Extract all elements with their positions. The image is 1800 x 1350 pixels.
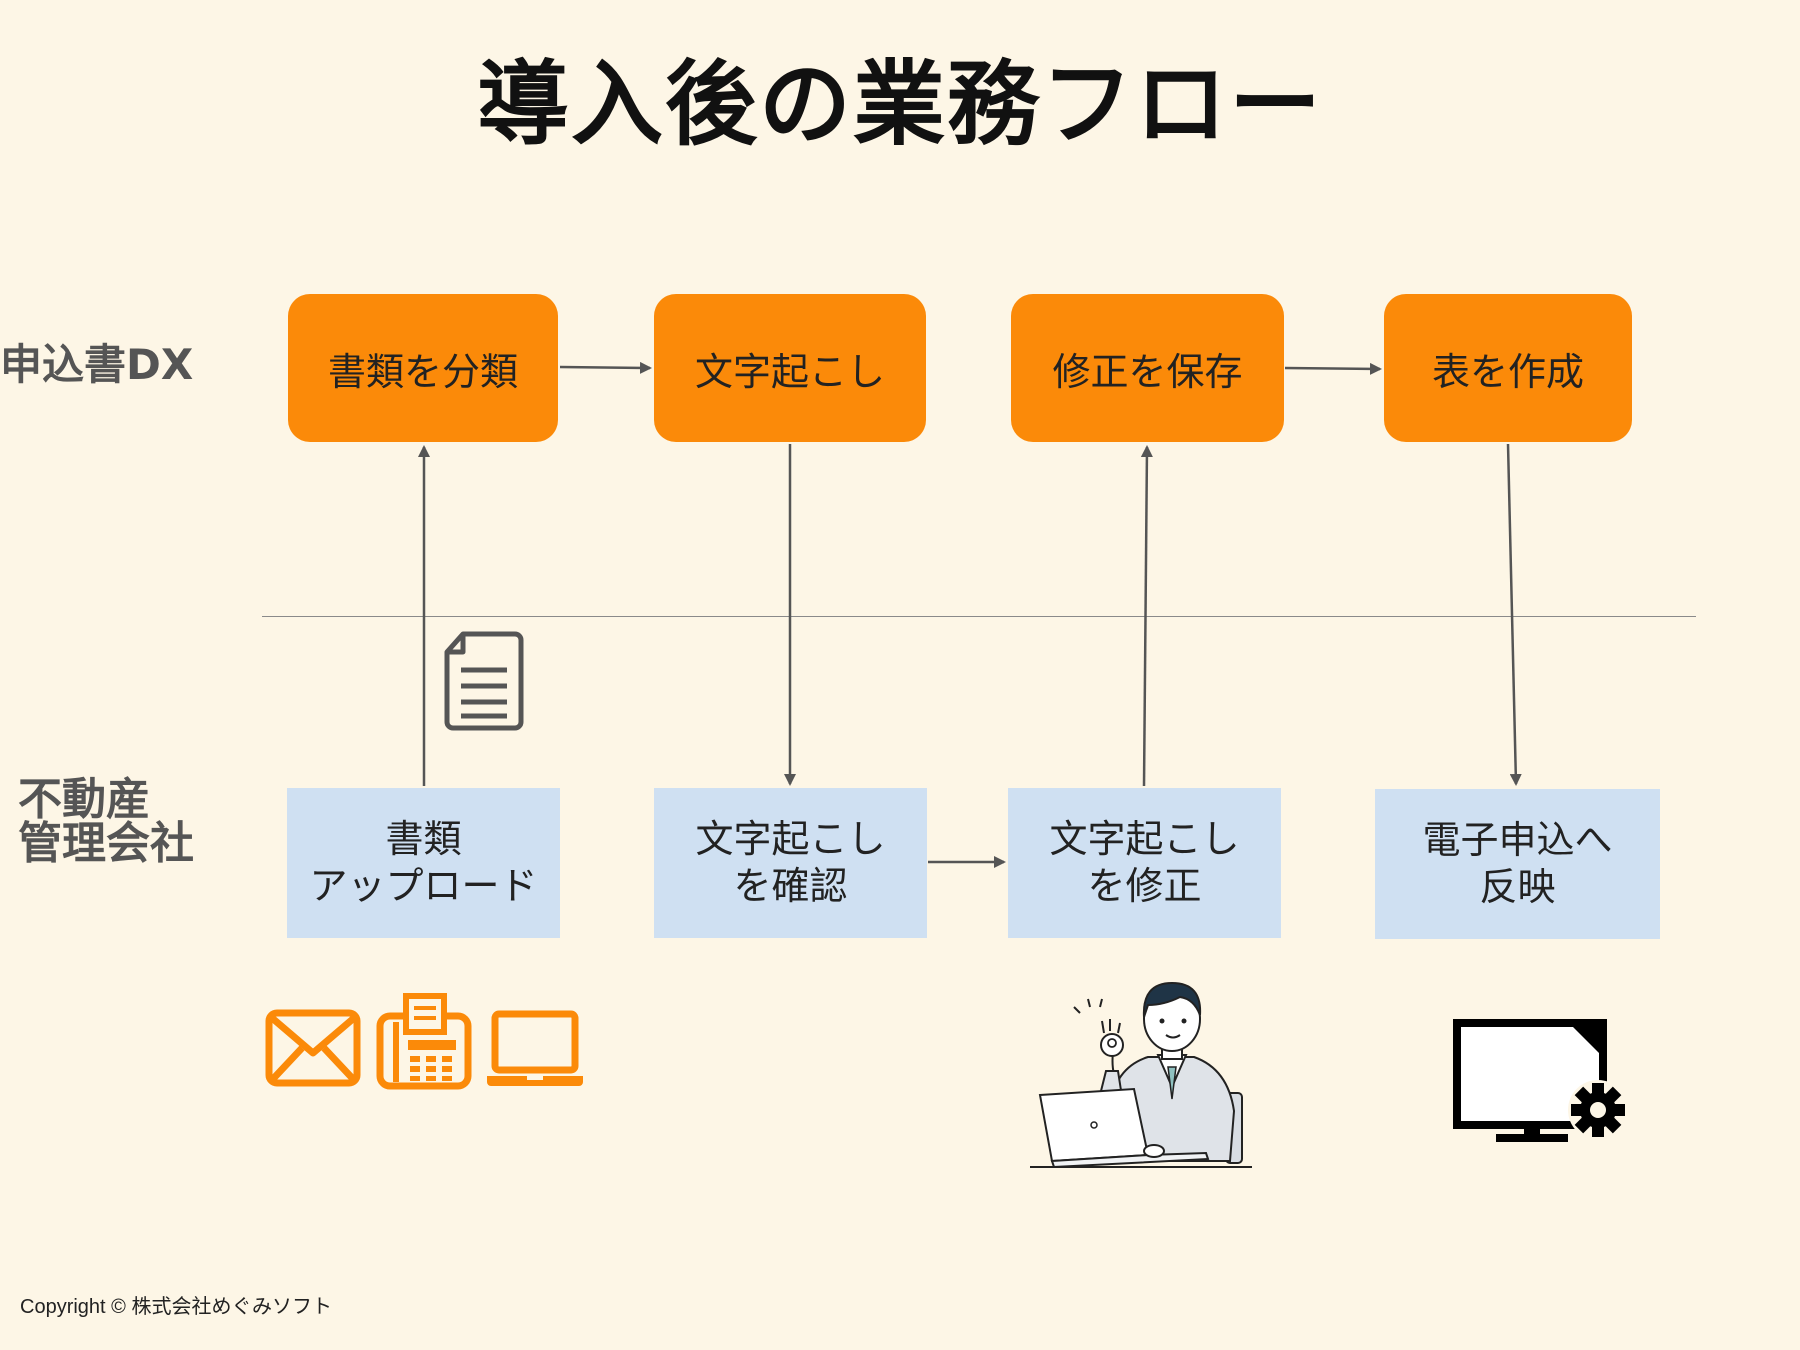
businessman-ok-laptop-illustration <box>1030 981 1252 1169</box>
company-step-line1: 電子申込へ <box>1422 817 1613 862</box>
arrow-save-to-create-table <box>1284 362 1382 375</box>
company-step-line1: 書類 <box>385 816 462 861</box>
lane-label-company-line1: 不動産 <box>18 774 150 825</box>
monitor-gear-icon <box>1453 1019 1628 1142</box>
dx-step-classify: 書類を分類 <box>288 294 558 442</box>
dx-step-label: 修正を保存 <box>1052 349 1243 394</box>
lane-label-company-line2: 管理会社 <box>18 818 194 869</box>
page-title: 導入後の業務フロー <box>476 51 1323 158</box>
copyright-text: Copyright © 株式会社めぐみソフト <box>20 1296 333 1318</box>
company-step-line1: 文字起こし <box>695 816 886 861</box>
dx-step-create-table: 表を作成 <box>1384 294 1632 442</box>
company-step-reflect: 電子申込へ 反映 <box>1375 789 1660 939</box>
dx-step-label: 表を作成 <box>1431 349 1584 394</box>
arrow-classify-to-transcribe <box>559 361 652 374</box>
company-step-correct: 文字起こし を修正 <box>1008 788 1281 938</box>
document-icon <box>444 631 524 731</box>
dx-step-label: 書類を分類 <box>327 349 518 394</box>
mail-icon <box>265 1009 361 1087</box>
company-step-upload: 書類 アップロード <box>287 788 560 938</box>
company-step-line2: を修正 <box>1087 864 1202 908</box>
company-step-line2: アップロード <box>309 864 538 908</box>
dx-step-transcribe: 文字起こし <box>654 294 926 442</box>
company-step-line2: を確認 <box>733 864 848 908</box>
lane-label-dx: 申込書DX <box>0 340 194 389</box>
company-step-line1: 文字起こし <box>1049 816 1240 861</box>
dx-step-label: 文字起こし <box>694 349 885 394</box>
lane-divider <box>262 616 1696 617</box>
arrow-correct-to-save <box>1140 445 1153 787</box>
arrow-create-table-to-reflect <box>1506 443 1522 786</box>
lane-label-company: 不動産 管理会社 <box>18 778 194 866</box>
fax-icon <box>376 993 472 1090</box>
laptop-icon <box>487 1010 583 1086</box>
company-step-confirm: 文字起こし を確認 <box>654 788 927 938</box>
company-step-line2: 反映 <box>1479 865 1556 909</box>
dx-step-save: 修正を保存 <box>1011 294 1284 442</box>
